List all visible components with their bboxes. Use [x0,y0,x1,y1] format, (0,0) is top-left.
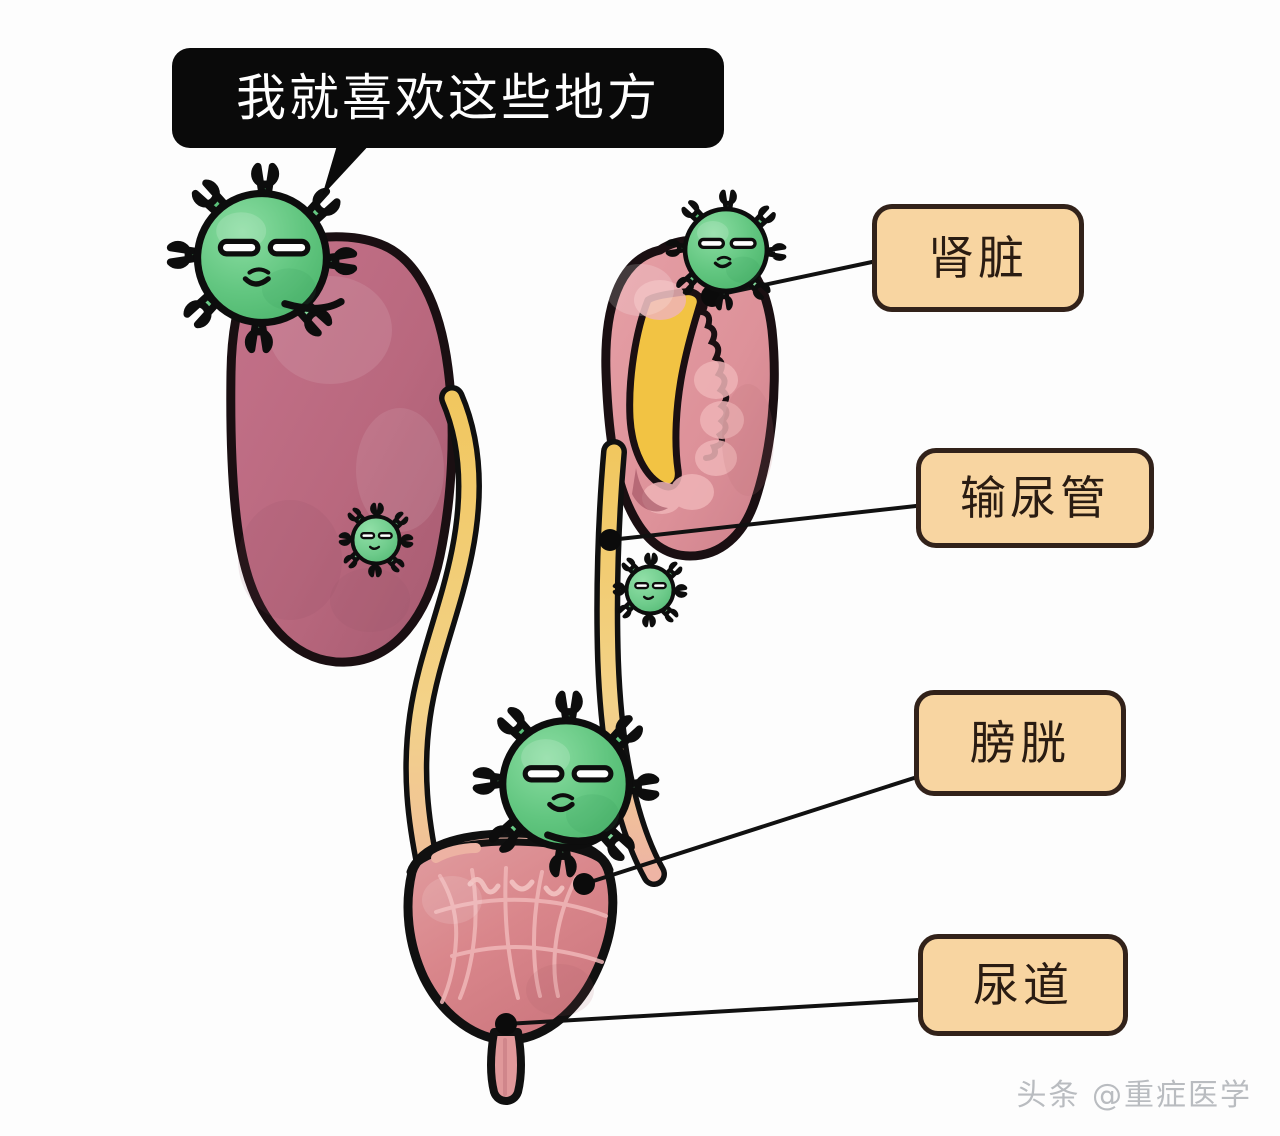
label-text-urethra: 尿道 [973,958,1073,1012]
anchor-dot-bladder [573,873,595,895]
left-kidney [226,232,457,667]
anchor-dot-ureter [599,529,621,551]
virus-right-ureter-small [612,552,688,628]
leader-line-ureter [608,504,918,542]
speech-bubble-text: 我就喜欢这些地方 [236,69,660,127]
anchor-dot-urethra [495,1013,517,1035]
bladder [403,829,618,1045]
virus-right-kidney [668,192,784,308]
label-box-bladder: 膀胱 [914,690,1126,796]
right-kidney [601,235,779,561]
label-text-bladder: 膀胱 [970,716,1070,770]
speech-bubble: 我就喜欢这些地方 [172,48,724,148]
virus-left-kidney [170,166,353,349]
virus-bladder [476,694,656,874]
label-text-kidney: 肾脏 [928,231,1028,285]
label-text-ureter: 输尿管 [960,471,1110,525]
label-box-ureter: 输尿管 [916,448,1154,548]
watermark: 头条 @重症医学 [1016,1078,1252,1113]
label-box-kidney: 肾脏 [872,204,1084,312]
virus-left-ureter-small [338,502,414,578]
speech-bubble-tail [322,142,372,196]
leader-line-urethra [504,998,920,1026]
urethra [487,1028,525,1105]
leader-line-bladder [582,776,916,886]
label-box-urethra: 尿道 [918,934,1128,1036]
